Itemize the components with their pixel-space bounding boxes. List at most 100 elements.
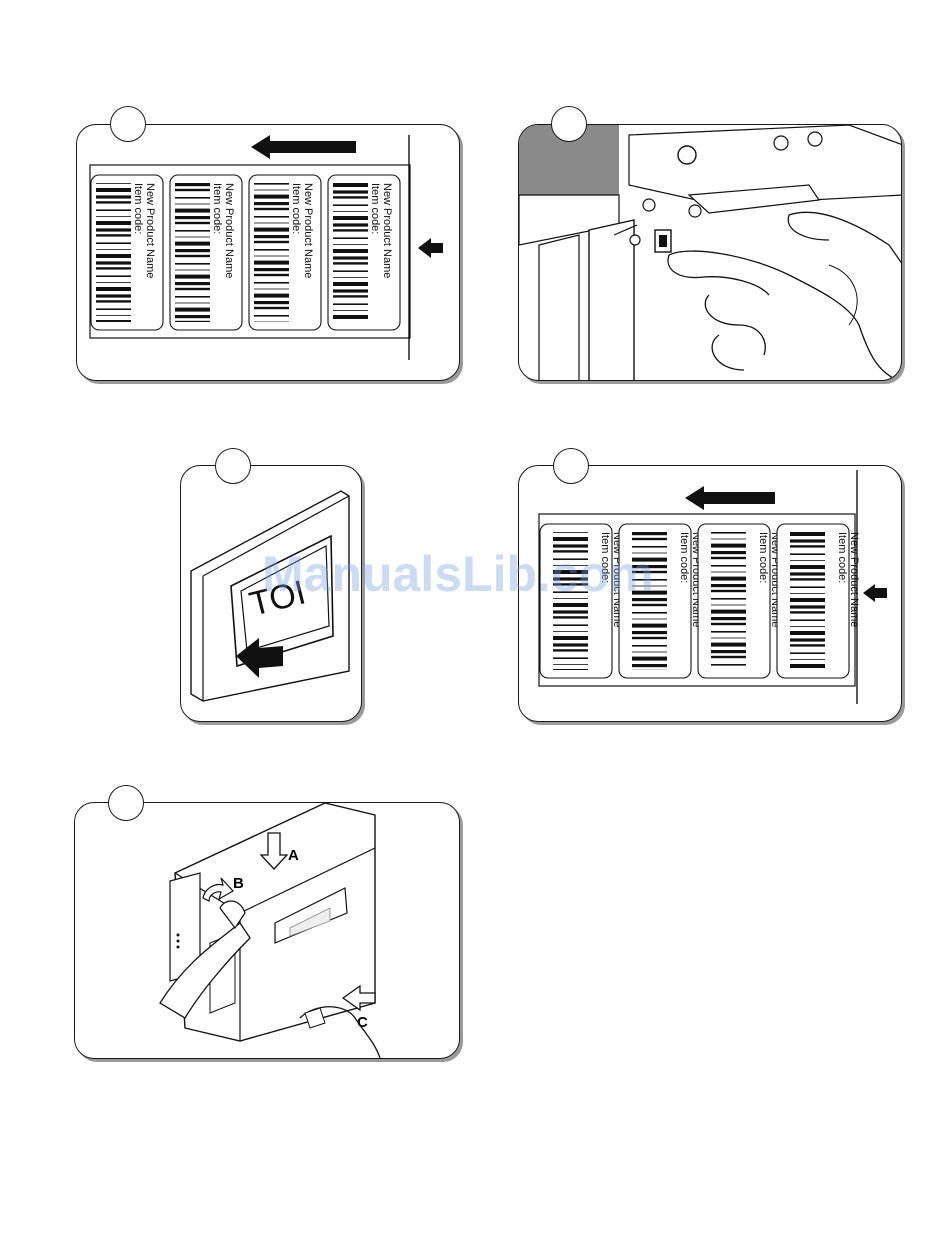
label-item-code: Item code:	[757, 532, 769, 583]
barcode-bar	[175, 189, 210, 191]
barcode-bar	[333, 190, 368, 193]
barcode-bar	[711, 623, 746, 625]
barcode-bar	[333, 204, 368, 206]
barcode-bar	[333, 310, 368, 311]
barcode-bar	[175, 204, 210, 205]
barcode-bar	[553, 616, 588, 618]
barcode-bar	[175, 197, 210, 199]
barcode-bar	[333, 256, 368, 259]
barcode-bar	[254, 241, 289, 243]
barcode-bar	[711, 551, 746, 554]
barcode-bar	[711, 605, 746, 606]
barcode-bar	[333, 229, 368, 231]
barcode-bar	[632, 645, 667, 647]
step-circle-3	[215, 448, 251, 484]
barcode-bar	[632, 624, 667, 628]
barcode-bar	[632, 637, 667, 639]
barcode-bar	[632, 612, 667, 614]
barcode-bar	[711, 590, 746, 592]
barcode-bar	[711, 572, 746, 573]
barcode-bar	[96, 242, 131, 244]
barcode-bar	[96, 209, 131, 211]
barcode-bar	[790, 565, 825, 569]
barcode-bar	[96, 282, 131, 283]
barcode-bar	[254, 274, 289, 276]
barcode-bar	[175, 255, 210, 257]
barcode-bar	[175, 308, 210, 312]
barcode-bar	[333, 216, 368, 220]
barcode-bar	[254, 282, 289, 284]
barcode-bar	[96, 315, 131, 316]
barcode-bar	[333, 196, 368, 198]
barcode-bar	[553, 537, 588, 541]
barcode-bar	[333, 244, 368, 245]
barcode-bar	[175, 237, 210, 238]
barcode-bar	[333, 277, 368, 278]
barcode-bar	[632, 604, 667, 606]
barcode-bar	[790, 578, 825, 580]
barcode-bar	[254, 315, 289, 317]
barcode-bar	[254, 289, 289, 290]
barcode-bar	[96, 300, 131, 302]
barcode-bar	[790, 532, 825, 536]
barcode-bar	[711, 656, 746, 658]
barcode-bar	[790, 586, 825, 588]
callout-a: A	[288, 847, 299, 864]
step-circle-1	[110, 106, 146, 142]
barcode-bar	[790, 598, 825, 602]
barcode-bar	[96, 261, 131, 264]
barcode-bar	[632, 652, 667, 653]
label-product-name: New Product Name	[144, 183, 156, 278]
barcode-bar	[632, 657, 667, 661]
barcode-bar	[254, 208, 289, 210]
barcode-bar	[790, 652, 825, 654]
label-product-name: New Product Name	[302, 183, 314, 278]
barcode-bar	[175, 321, 210, 322]
barcode-bar	[96, 267, 131, 269]
barcode-bar	[553, 649, 588, 651]
barcode-bar	[96, 234, 131, 236]
callout-c: C	[357, 1014, 368, 1031]
barcode-bar	[175, 230, 210, 232]
label-product-name: New Product Name	[848, 532, 860, 627]
barcode-bar	[254, 268, 289, 271]
mechanism-illustration	[519, 125, 902, 381]
barcode-bar	[175, 270, 210, 271]
barcode-bar	[175, 303, 210, 304]
label-item-code: Item code:	[836, 532, 848, 583]
barcode-bar	[553, 603, 588, 607]
sensor-arrow-icon-2	[863, 584, 887, 602]
barcode-bar	[711, 539, 746, 540]
panel-mechanism	[518, 124, 902, 381]
barcode-bar	[333, 303, 368, 305]
label-item-code: Item code:	[211, 183, 223, 234]
barcode-bar	[96, 287, 131, 291]
barcode-bar	[711, 610, 746, 614]
barcode-bar	[553, 636, 588, 640]
barcode-bar	[790, 605, 825, 608]
label-item-code: Item code:	[132, 183, 144, 234]
barcode-bar	[711, 565, 746, 567]
step-circle-5	[108, 785, 144, 821]
barcode-bar	[790, 572, 825, 575]
barcode-bar	[333, 315, 368, 319]
label-product-name: New Product Name	[381, 183, 393, 278]
barcode-bar	[711, 544, 746, 548]
barcode-bar	[96, 221, 131, 225]
barcode-bar	[711, 650, 746, 653]
barcode-bar	[254, 223, 289, 224]
barcode-bar	[175, 315, 210, 318]
barcode-bar	[632, 619, 667, 620]
barcode-bar	[711, 617, 746, 620]
barcode-bar	[254, 249, 289, 251]
barcode-bar	[254, 307, 289, 309]
barcode-bar	[96, 254, 131, 258]
barcode-bar	[553, 643, 588, 646]
barcode-bar	[790, 644, 825, 646]
barcode-bar	[96, 216, 131, 217]
barcode-bar	[96, 195, 131, 198]
barcode-bar	[553, 532, 588, 533]
barcode-bar	[254, 235, 289, 238]
barcode-bar	[254, 183, 289, 185]
